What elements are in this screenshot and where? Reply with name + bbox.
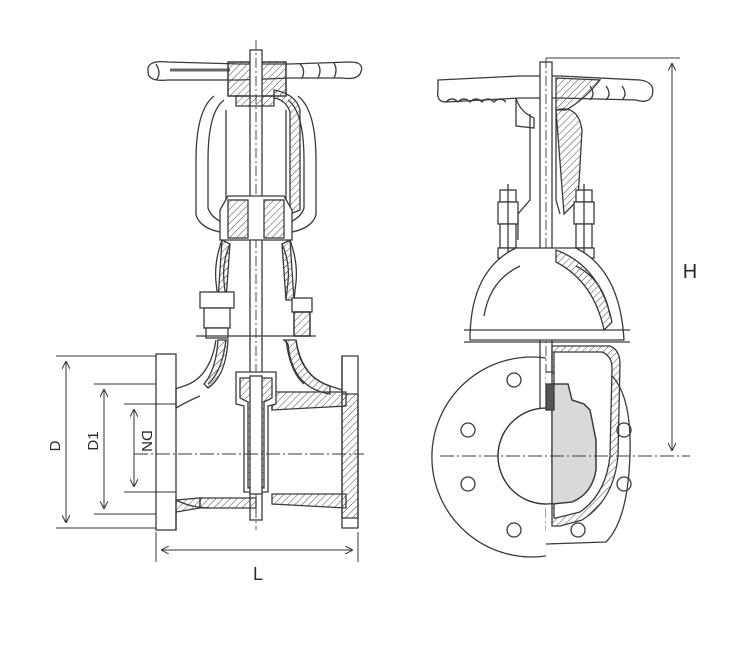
dim-D-label: D [47, 440, 64, 451]
side-bonnet [464, 247, 630, 343]
front-bonnet [214, 195, 298, 301]
dim-DN-label: DN [138, 430, 155, 452]
front-gate [235, 371, 277, 495]
side-view [431, 57, 690, 558]
front-body [155, 339, 359, 531]
side-yoke [517, 108, 583, 240]
front-yoke [195, 89, 317, 237]
side-flange [431, 345, 632, 558]
dim-H-label: H [683, 261, 697, 283]
front-bolts [196, 291, 316, 339]
dim-D1-label: D1 [85, 431, 102, 450]
front-view [134, 40, 364, 531]
front-dimensions [56, 355, 359, 562]
dim-L-label: L [253, 564, 263, 584]
